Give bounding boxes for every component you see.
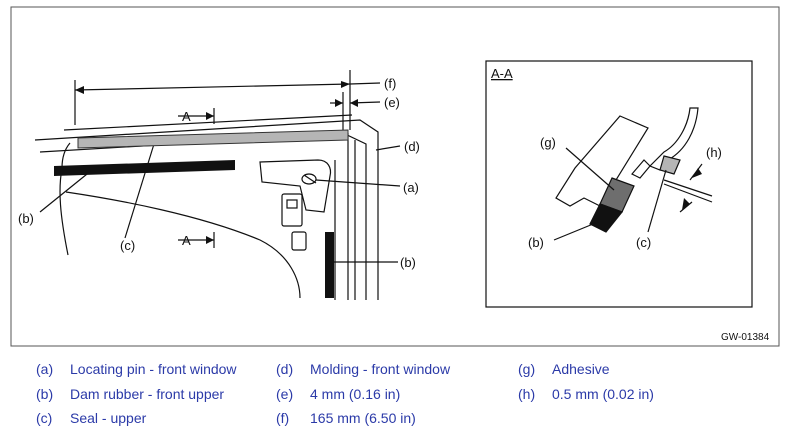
- legend-key: (a): [36, 361, 54, 377]
- section-marker-top: A: [182, 109, 191, 124]
- legend-text: 165 mm (6.50 in): [310, 410, 416, 426]
- callout-h: (h): [706, 145, 722, 160]
- legend-key: (f): [276, 410, 290, 426]
- callout-c-section: (c): [636, 235, 651, 250]
- section-detail: [553, 107, 713, 241]
- legend-text: Adhesive: [552, 361, 610, 377]
- callout-e: (e): [384, 95, 400, 110]
- legend: (a) Locating pin - front window (b) Dam …: [0, 356, 787, 435]
- section-title: A-A: [491, 66, 513, 81]
- legend-text: Locating pin - front window: [70, 361, 237, 377]
- callout-f: (f): [384, 76, 396, 91]
- callout-c: (c): [120, 238, 135, 253]
- dimension-arrows: [75, 81, 358, 244]
- main-view: [34, 70, 401, 300]
- legend-text: 4 mm (0.16 in): [310, 386, 401, 402]
- dam-rubber-side: [325, 232, 334, 298]
- figure-frame: [10, 6, 780, 347]
- legend-text: Molding - front window: [310, 361, 451, 377]
- legend-text: Dam rubber - front upper: [70, 386, 225, 402]
- callout-a: (a): [403, 180, 419, 195]
- legend-key: (b): [36, 386, 54, 402]
- legend-key: (c): [36, 410, 53, 426]
- legend-key: (e): [276, 386, 294, 402]
- legend-text: Seal - upper: [70, 410, 147, 426]
- section-marker-bottom: A: [182, 233, 191, 248]
- legend-key: (d): [276, 361, 294, 377]
- callout-g: (g): [540, 135, 556, 150]
- legend-text: 0.5 mm (0.02 in): [552, 386, 654, 402]
- seal-upper-strip: [77, 129, 349, 149]
- callout-d: (d): [404, 139, 420, 154]
- legend-key: (g): [518, 361, 536, 377]
- figure-id: GW-01384: [721, 332, 770, 343]
- callout-b-left: (b): [18, 211, 34, 226]
- section-arrows: [682, 168, 702, 210]
- legend-key: (h): [518, 386, 536, 402]
- callout-b-right: (b): [400, 255, 416, 270]
- dam-rubber-upper: [54, 160, 235, 176]
- callout-b-section: (b): [528, 235, 544, 250]
